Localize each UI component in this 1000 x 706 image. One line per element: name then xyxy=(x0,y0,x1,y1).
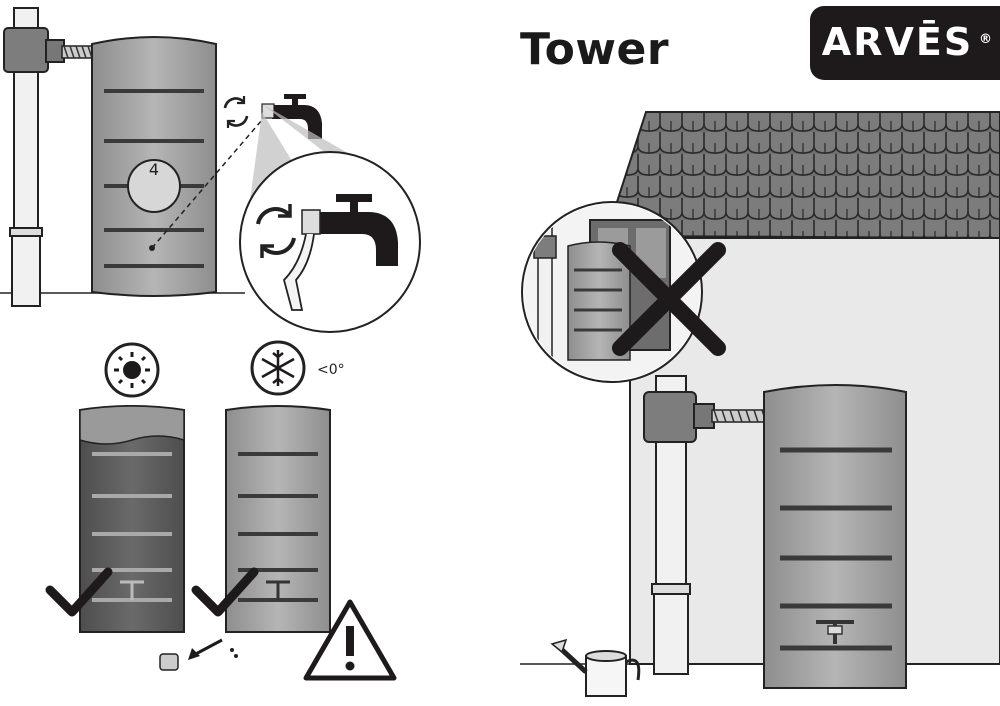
page-title: Tower xyxy=(520,24,670,75)
tank-full-summer xyxy=(79,405,185,633)
warning-icon xyxy=(303,599,397,681)
seasonal-panel xyxy=(45,340,397,681)
faucet-icon xyxy=(261,94,322,139)
house-scene xyxy=(520,111,1000,697)
watering-can-icon xyxy=(550,638,641,697)
tank-number-label: 4 xyxy=(148,160,160,179)
roof xyxy=(604,111,1000,240)
refresh-icon-large xyxy=(256,204,296,258)
drain-plug xyxy=(159,653,179,671)
faucet-icon-large xyxy=(282,194,398,311)
tank-empty-winter xyxy=(225,405,331,633)
tank-top-left xyxy=(91,36,263,297)
refresh-icon xyxy=(223,96,249,128)
snowflake-icon xyxy=(250,340,306,396)
brand-registered-mark: ® xyxy=(979,32,992,47)
brand-logo: ARVĒS ® xyxy=(810,6,1000,80)
brand-name: ARVĒS xyxy=(821,20,974,64)
tank-badge xyxy=(127,159,181,213)
top-left-panel xyxy=(0,7,421,333)
temperature-label: <0° xyxy=(317,362,345,378)
sun-icon xyxy=(104,342,160,398)
checkmark-icon xyxy=(45,567,113,617)
tank-main xyxy=(763,384,907,689)
checkmark-icon xyxy=(191,567,259,617)
cross-icon xyxy=(612,242,726,356)
